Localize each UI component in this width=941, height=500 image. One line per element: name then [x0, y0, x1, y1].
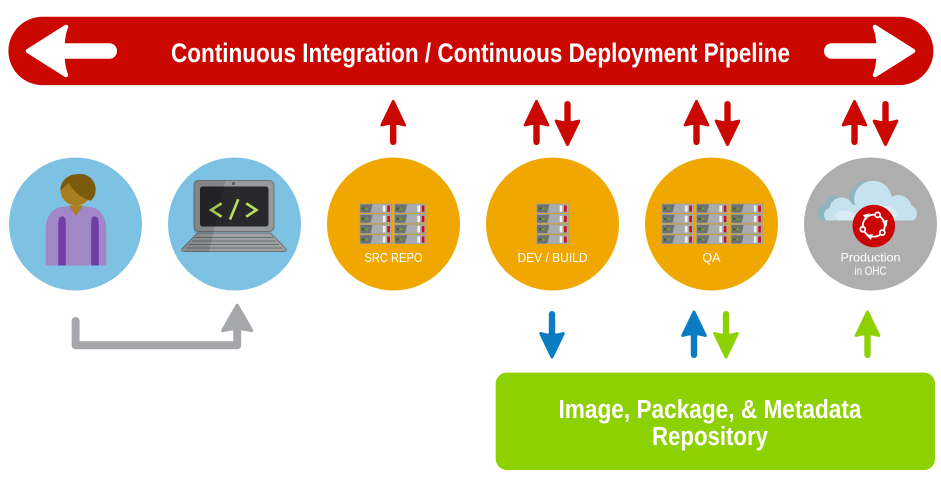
svg-text:Continuous Integration / Conti: Continuous Integration / Continuous Depl…: [171, 38, 790, 68]
svg-text:Repository: Repository: [652, 423, 769, 451]
svg-text:QA: QA: [702, 251, 721, 265]
svg-text:in OHC: in OHC: [855, 264, 887, 278]
svg-text:SRC REPO: SRC REPO: [365, 251, 423, 265]
svg-text:Production: Production: [841, 251, 901, 265]
svg-text:Image, Package, & Metadata: Image, Package, & Metadata: [559, 396, 863, 424]
svg-text:DEV / BUILD: DEV / BUILD: [518, 251, 588, 265]
